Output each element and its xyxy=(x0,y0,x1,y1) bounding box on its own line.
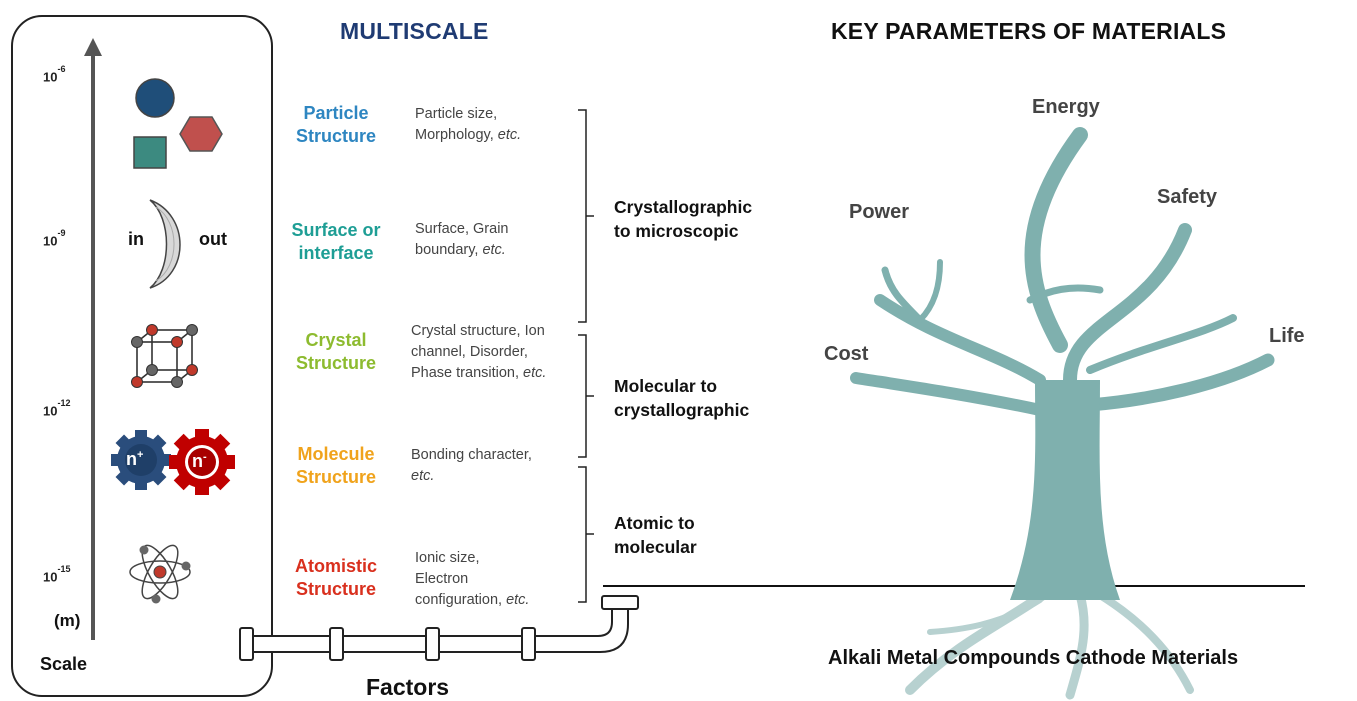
tree-icon xyxy=(850,127,1275,700)
key-parameters-heading: KEY PARAMETERS OF MATERIALS xyxy=(831,18,1227,44)
bracket-molecular xyxy=(578,334,594,458)
gear-negative-icon xyxy=(169,429,235,495)
factor-description: Bonding character, etc. xyxy=(411,447,532,484)
particle-circle-icon xyxy=(135,78,175,118)
particle-square-icon xyxy=(133,136,167,169)
bracket-crystallographic xyxy=(578,109,594,323)
factors-label: Factors xyxy=(366,674,450,700)
multiscale-heading: MULTISCALE xyxy=(340,18,489,44)
interface-crescent-icon xyxy=(149,199,181,289)
interface-in-label: in xyxy=(128,229,144,249)
parameter-life: Life xyxy=(1269,325,1305,347)
bracket-atomic xyxy=(578,466,594,603)
crystal-cube-icon xyxy=(136,329,193,383)
parameter-power: Power xyxy=(849,201,910,223)
atom-electron xyxy=(151,594,161,604)
scale-tick: 10-9 xyxy=(43,228,66,249)
gear-negative-label: n- xyxy=(192,451,207,471)
scale-tick: 10-15 xyxy=(43,564,71,585)
scale-tick: 10-6 xyxy=(43,64,66,85)
factor-description: Ionic size, Electron configuration, etc. xyxy=(415,550,530,608)
atom-nucleus xyxy=(153,565,167,579)
factor-description: Particle size, Morphology, etc. xyxy=(415,106,522,143)
atom-electron xyxy=(139,545,149,555)
interface-out-label: out xyxy=(199,229,227,249)
gear-positive-label: n+ xyxy=(126,449,144,469)
factor-description: Surface, Grain boundary, etc. xyxy=(415,221,509,258)
scale-tick: 10-12 xyxy=(43,398,71,419)
scale-label: Scale xyxy=(40,654,88,674)
parameter-safety: Safety xyxy=(1157,186,1218,208)
parameter-cost: Cost xyxy=(824,343,869,365)
scale-unit: (m) xyxy=(54,611,81,630)
parameter-energy: Energy xyxy=(1032,96,1100,118)
crystal-atoms-icon xyxy=(131,324,198,388)
scale-frame xyxy=(11,15,273,697)
gear-positive-icon xyxy=(111,430,171,490)
factor-description: Crystal structure, Ion channel, Disorder… xyxy=(411,323,547,381)
atom-electron xyxy=(181,561,191,571)
factors-pipe xyxy=(239,595,639,661)
cathode-materials-label: Alkali Metal Compounds Cathode Materials xyxy=(828,647,1239,669)
scale-arrowhead xyxy=(84,38,102,56)
particle-hexagon-icon xyxy=(179,116,223,152)
